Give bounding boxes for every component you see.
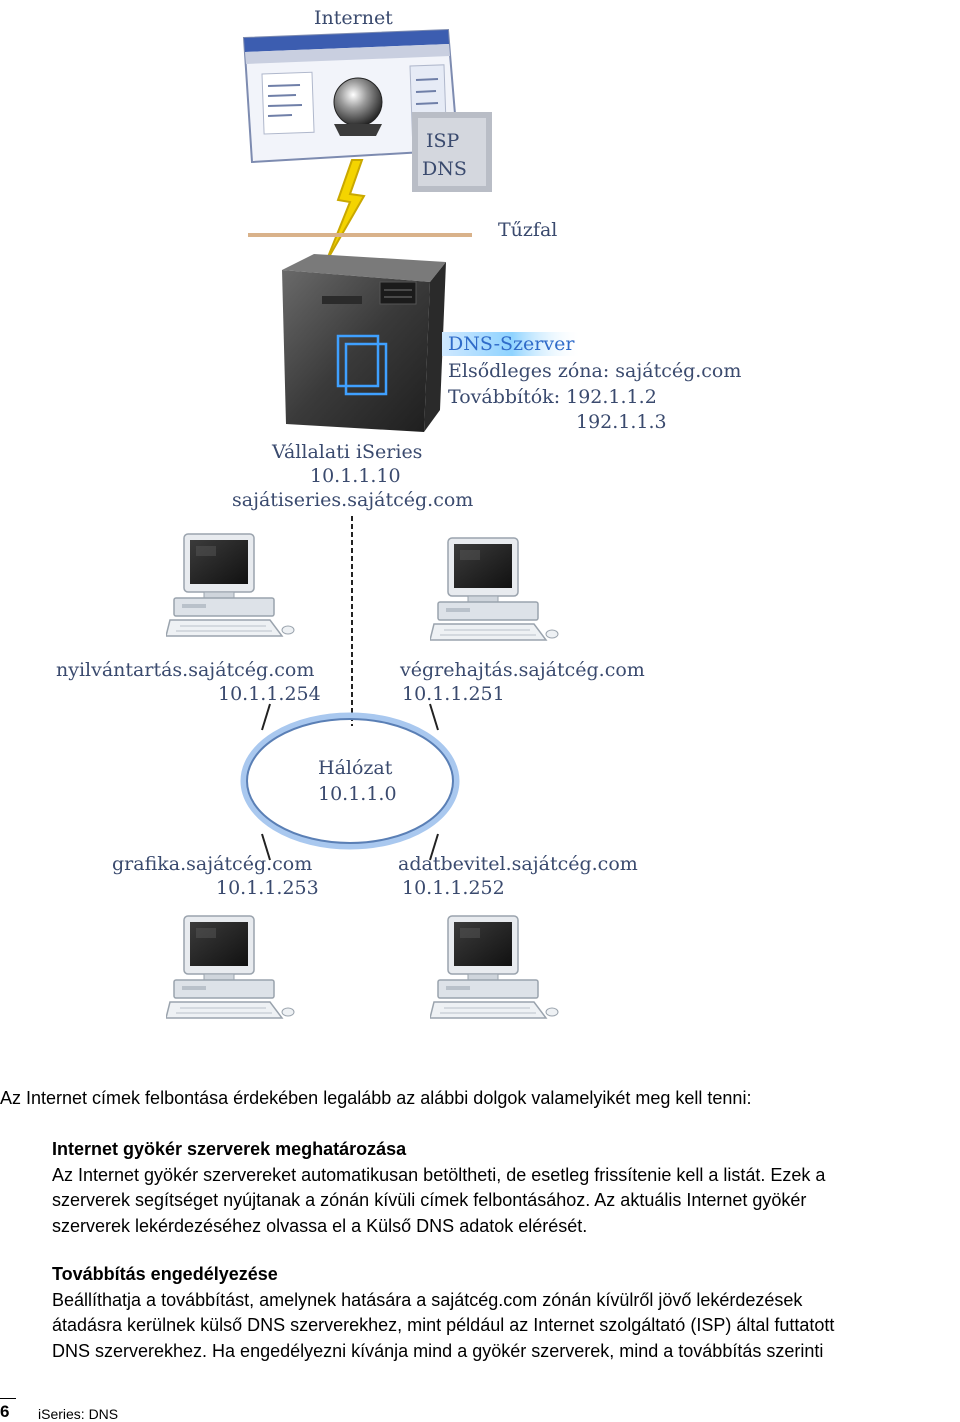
client-host-adatbevitel: adatbevitel.sajátcég.com bbox=[398, 853, 638, 875]
dns-primary-zone: Elsődleges zóna: sajátcég.com bbox=[448, 360, 741, 382]
section-line: DNS szerverekhez. Ha engedélyezni kívánj… bbox=[52, 1340, 824, 1361]
client-connectors bbox=[261, 703, 439, 861]
globe-stand-icon bbox=[334, 124, 382, 136]
network-ellipse-inner bbox=[246, 718, 454, 844]
iseries-host: sajátiseries.sajátcég.com bbox=[232, 489, 473, 511]
client-host-grafika: grafika.sajátcég.com bbox=[112, 853, 312, 875]
section-line: szerverek lekérdezéséhez olvassa el a Kü… bbox=[52, 1215, 588, 1236]
footer-rule bbox=[0, 1398, 16, 1399]
section-title: Internet gyökér szerverek meghatározása bbox=[52, 1139, 407, 1159]
network-name: Hálózat bbox=[318, 757, 393, 779]
dns-server-highlight bbox=[442, 332, 582, 356]
client-host-vegrehajtas: végrehajtás.sajátcég.com bbox=[399, 659, 645, 681]
footer-text: iSeries: DNS bbox=[38, 1406, 119, 1422]
intro-paragraph: Az Internet címek felbontása érdekében l… bbox=[0, 1088, 752, 1108]
internet-label: Internet bbox=[314, 7, 393, 29]
client-ip-vegrehajtas: 10.1.1.251 bbox=[402, 683, 505, 705]
client-ip-nyilvantartas: 10.1.1.254 bbox=[218, 683, 321, 705]
page-footer: 6 iSeries: DNS bbox=[0, 1402, 300, 1422]
client-host-nyilvantartas: nyilvántartás.sajátcég.com bbox=[56, 659, 314, 681]
page-number: 6 bbox=[0, 1402, 10, 1421]
network-diagram: Internet ISP DNS Tűzfal DNS-Szerver Első… bbox=[56, 7, 741, 1019]
section-forwarding: Továbbítás engedélyezése Beállíthatja a … bbox=[52, 1262, 957, 1364]
iseries-server-graphic bbox=[282, 254, 446, 432]
client-ip-adatbevitel: 10.1.1.252 bbox=[402, 877, 505, 899]
client-ip-grafika: 10.1.1.253 bbox=[216, 877, 319, 899]
dns-forwarders: Továbbítók: 192.1.1.2 bbox=[448, 386, 657, 408]
network-ip: 10.1.1.0 bbox=[318, 783, 397, 805]
isp-dns-box: ISP DNS bbox=[412, 112, 492, 192]
lightning-bolt-icon bbox=[325, 159, 366, 263]
computer-icon-nyilvantartas bbox=[166, 533, 295, 637]
isp-label: ISP bbox=[426, 130, 460, 152]
section-line: Az Internet gyökér szervereket automatik… bbox=[52, 1164, 826, 1185]
section-line: Beállíthatja a továbbítást, amelynek hat… bbox=[52, 1289, 803, 1310]
globe-icon bbox=[333, 77, 383, 127]
section-line: szerverek segítséget nyújtanak a zónán k… bbox=[52, 1190, 807, 1210]
firewall-line bbox=[248, 233, 472, 237]
dns-server-title: DNS-Szerver bbox=[448, 333, 575, 355]
iseries-ip: 10.1.1.10 bbox=[310, 465, 401, 487]
computer-icon-vegrehajtas bbox=[430, 537, 559, 641]
section-line: átadásra kerülnek külső DNS szerverekhez… bbox=[52, 1315, 835, 1335]
computer-icon-grafika bbox=[166, 915, 295, 1019]
dns-forwarder-2: 192.1.1.3 bbox=[576, 411, 667, 433]
firewall-label: Tűzfal bbox=[498, 219, 557, 241]
iseries-name: Vállalati iSeries bbox=[271, 441, 422, 463]
section-root-servers: Internet gyökér szerverek meghatározása … bbox=[52, 1137, 957, 1239]
isp-dns-label: DNS bbox=[422, 158, 467, 180]
computer-icon-adatbevitel bbox=[430, 915, 559, 1019]
section-title: Továbbítás engedélyezése bbox=[52, 1264, 278, 1284]
network-ellipse bbox=[240, 712, 460, 850]
